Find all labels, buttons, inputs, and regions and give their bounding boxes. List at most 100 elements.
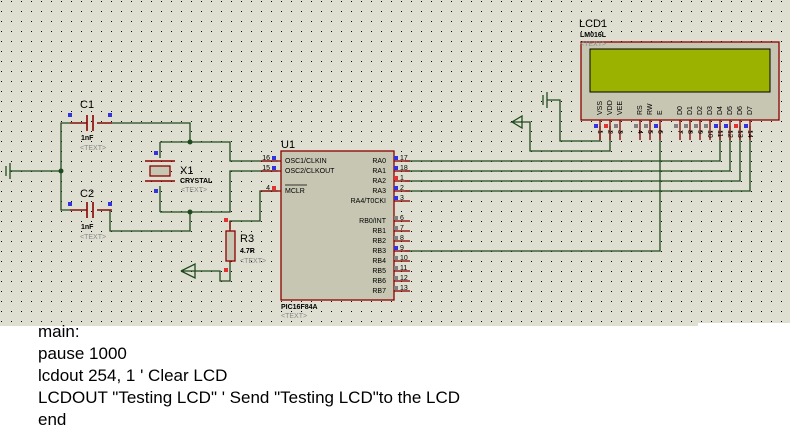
- wire-ra2-d6: [405, 126, 741, 182]
- pin-label: RB3: [372, 248, 386, 255]
- u1-ref: U1: [281, 139, 295, 151]
- pin-label: RB0/INT: [359, 218, 387, 225]
- lcd-pin-rw[interactable]: 5RW: [644, 103, 654, 140]
- lcd-screen: [589, 48, 771, 93]
- pin-marker: [224, 218, 228, 222]
- pin-label: D6: [737, 106, 744, 115]
- pin-number: 8: [686, 130, 693, 134]
- resistor-r3[interactable]: R3 4.7R <TEXT>: [224, 218, 266, 272]
- r3-value: 4.7R: [240, 248, 255, 255]
- lcd-pin-d1[interactable]: 8D1: [684, 106, 694, 140]
- x1-ref: X1: [180, 165, 193, 177]
- pin-label: RB5: [372, 268, 386, 275]
- lcd-pin-vdd[interactable]: 2 VDD: [604, 100, 614, 140]
- capacitor-c1[interactable]: C1 1nF <TEXT>: [68, 99, 112, 152]
- pin-label: VDD: [607, 100, 614, 115]
- mcu-pin-rb3[interactable]: 9 RB3: [372, 245, 410, 255]
- pin-number: 2: [606, 130, 613, 134]
- lcd-pin-d6[interactable]: 13 D6: [734, 106, 744, 140]
- pin-number: 10: [706, 130, 713, 138]
- pin-marker: [394, 256, 398, 260]
- pin-marker: [394, 216, 398, 220]
- pin-number: 11: [400, 265, 407, 272]
- lcd-pin-d2[interactable]: 9 D2: [694, 106, 704, 140]
- pin-label: D3: [707, 106, 714, 115]
- mcu-pin-osc2-clkout[interactable]: 15 OSC2/CLKOUT: [261, 165, 335, 175]
- r3-ref: R3: [240, 233, 254, 245]
- lcd-value: LM016L: [580, 32, 607, 39]
- pin-number: 6: [656, 130, 663, 134]
- ground-symbol-lcd: [542, 92, 548, 108]
- pin-marker: [272, 186, 276, 190]
- pin-number: 16: [262, 155, 270, 162]
- pin-number: 9: [696, 130, 703, 134]
- ground-symbol-left: [5, 163, 11, 179]
- wire-ra1-d5: [405, 126, 731, 172]
- junction-dot: [187, 139, 193, 145]
- pin-number: 3: [616, 130, 623, 134]
- pin-marker: [394, 286, 398, 290]
- lcd-pin-e[interactable]: 6E: [654, 110, 664, 140]
- lcd-text: <TEXT>: [580, 41, 606, 48]
- pin-marker: [734, 124, 738, 128]
- mcu-pin-rb6[interactable]: 12 RB6: [372, 275, 410, 285]
- pin-number: 10: [400, 255, 408, 262]
- pin-label: D0: [677, 106, 684, 115]
- pin-marker: [394, 166, 398, 170]
- c2-value: 1nF: [81, 224, 94, 231]
- u1-text: <TEXT>: [281, 313, 307, 320]
- pin-number: 9: [400, 245, 404, 252]
- pin-number: 17: [400, 155, 408, 162]
- wire-lcd-vdd: [522, 121, 611, 152]
- pin-marker: [394, 196, 398, 200]
- pin-marker: [394, 236, 398, 240]
- pin-number: 12: [400, 275, 408, 282]
- pin-label: OSC1/CLKIN: [285, 158, 327, 165]
- pin-label: RW: [647, 103, 654, 115]
- lcd-pin-d0[interactable]: 7D0: [674, 106, 684, 140]
- lcd-ref: LCD1: [579, 18, 607, 30]
- pin-label: VSS: [597, 101, 604, 115]
- pin-label: D4: [717, 106, 724, 115]
- pin-marker: [614, 124, 618, 128]
- r3-text: <TEXT>: [240, 258, 266, 265]
- pin-number: 15: [262, 165, 270, 172]
- lcd-pin-rs[interactable]: 4RS: [634, 105, 644, 140]
- capacitor-c2[interactable]: C2 1nF <TEXT>: [68, 188, 112, 241]
- wire-ra3-d7: [405, 126, 751, 192]
- pin-marker: [394, 266, 398, 270]
- pin-label: RB1: [372, 228, 386, 235]
- pin-label: OSC2/CLKOUT: [285, 168, 335, 175]
- pin-label: D2: [697, 106, 704, 115]
- wire-x1-top: [160, 141, 278, 162]
- mcu-pin-osc1-clkin[interactable]: 16 OSC1/CLKIN: [261, 155, 327, 165]
- pin-marker: [644, 124, 648, 128]
- code-line: LCDOUT "Testing LCD" ' Send "Testing LCD…: [38, 388, 461, 407]
- pin-label: MCLR: [285, 188, 305, 195]
- mcu-pin-rb5[interactable]: 11 RB5: [372, 265, 410, 275]
- pin-label: RB6: [372, 278, 386, 285]
- lcd-pin-d3[interactable]: 10 D3: [704, 106, 714, 140]
- pin-number: 13: [736, 130, 743, 138]
- pin-marker: [684, 124, 688, 128]
- crystal-x1[interactable]: X1 CRYSTAL <TEXT>: [145, 151, 213, 194]
